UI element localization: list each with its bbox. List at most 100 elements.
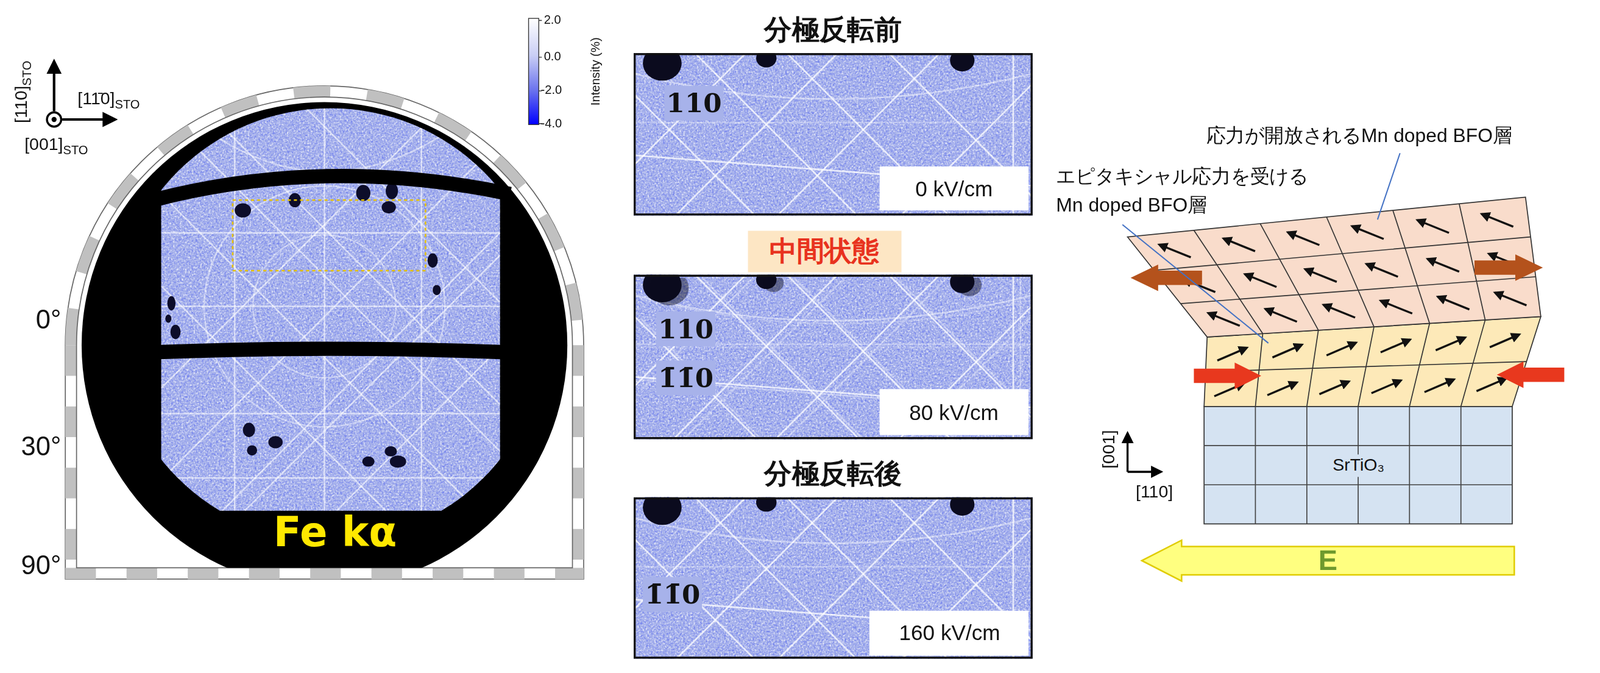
holography-pattern bbox=[152, 102, 510, 573]
figure-use bbox=[1437, 296, 1470, 310]
reflection-index: 1̄1̄0 bbox=[642, 576, 703, 612]
figure-use bbox=[633, 489, 1033, 660]
figure-use bbox=[1352, 226, 1384, 239]
angle-label: 30° bbox=[7, 430, 61, 462]
figure-circle bbox=[204, 185, 445, 427]
angle-label: 0° bbox=[7, 304, 61, 335]
field-value: 0 kV/cm bbox=[915, 175, 993, 203]
figure-path bbox=[178, 108, 480, 172]
figure-circle bbox=[252, 234, 396, 378]
polarization-arrows bbox=[1159, 213, 1527, 397]
figure-rect bbox=[161, 108, 501, 511]
figure-polygon bbox=[1474, 254, 1543, 281]
figure-path bbox=[538, 20, 542, 124]
figure-ellipse bbox=[427, 252, 439, 267]
axis-symbol bbox=[46, 61, 116, 127]
figure-ellipse bbox=[170, 324, 181, 339]
figure-path bbox=[233, 108, 236, 511]
figure-ellipse bbox=[243, 422, 256, 437]
figure-path bbox=[161, 412, 501, 415]
figure-path bbox=[161, 112, 501, 451]
figure-use bbox=[1380, 339, 1411, 353]
axis-label-group: [11̄0]STO bbox=[77, 87, 140, 112]
figure-use bbox=[1366, 263, 1398, 277]
figure-use bbox=[1159, 244, 1192, 258]
pattern-disk bbox=[81, 102, 568, 568]
xrd-panel: 110 1̄1̄0 80 kV/cm bbox=[633, 274, 1033, 440]
layer-callout: エピタキシャル応力を受ける Mn doped BFO層 bbox=[1055, 162, 1324, 220]
figure-ellipse bbox=[362, 456, 375, 467]
figure-ellipse bbox=[234, 202, 252, 217]
figure-use bbox=[1371, 380, 1402, 393]
figure-ellipse bbox=[268, 435, 283, 448]
figure-use bbox=[1417, 219, 1449, 233]
figure-g bbox=[161, 108, 501, 511]
figure-polygon bbox=[1497, 361, 1565, 389]
figure-use bbox=[633, 45, 1033, 216]
field-arrow: E bbox=[1140, 539, 1516, 582]
field-symbol: E bbox=[1318, 544, 1338, 577]
axis-label: [001] bbox=[1097, 429, 1121, 468]
axis-direction: [001] bbox=[24, 134, 63, 155]
panel-images bbox=[633, 45, 1041, 660]
field-box: 160 kV/cm bbox=[869, 610, 1029, 656]
reflection-index: 110 bbox=[656, 311, 716, 347]
figure-use bbox=[1244, 274, 1277, 287]
panel-title: 分極反転前 bbox=[633, 12, 1033, 47]
figure-path bbox=[244, 255, 501, 511]
figure-g bbox=[165, 182, 441, 468]
colorbar-tick: 0.0 bbox=[544, 48, 562, 64]
axis-label: [110] bbox=[1135, 480, 1173, 504]
layer-callout: 応力が開放されるMn doped BFO層 bbox=[1206, 121, 1513, 150]
figure-use bbox=[1288, 232, 1320, 245]
figure-path bbox=[1203, 406, 1513, 524]
figure-path bbox=[323, 108, 326, 511]
figure-use bbox=[1319, 381, 1349, 395]
axis-subscript: STO bbox=[20, 60, 35, 86]
axis-subscript: STO bbox=[63, 143, 89, 158]
reflection-index: 1̄1̄0 bbox=[656, 360, 716, 395]
figure-circle bbox=[81, 102, 568, 568]
figure-use bbox=[1208, 312, 1240, 326]
colorbar-title: Intensity (%) bbox=[587, 37, 604, 106]
figure-polygon bbox=[1130, 264, 1203, 292]
colorbar-tick: 2.0 bbox=[544, 12, 562, 28]
state-badge: 中間状態 bbox=[748, 230, 902, 272]
figure-use bbox=[1494, 292, 1527, 306]
figure-ellipse bbox=[432, 284, 441, 295]
selection-box bbox=[232, 199, 426, 271]
figure-use bbox=[640, 274, 1033, 440]
figure-ellipse bbox=[246, 444, 258, 456]
figure-ellipse bbox=[385, 182, 398, 200]
figure-use bbox=[1380, 300, 1413, 314]
figure-rect bbox=[633, 274, 1033, 440]
axis-direction: [11̄0] bbox=[77, 88, 115, 109]
figure-use bbox=[1427, 258, 1460, 272]
colorbar-tick: -2.0 bbox=[541, 82, 563, 99]
field-box: 80 kV/cm bbox=[879, 388, 1030, 435]
figure-rect bbox=[633, 274, 1033, 440]
element-line-label: Fe kα bbox=[273, 508, 397, 556]
shadow-band bbox=[152, 348, 510, 353]
figure-g bbox=[640, 274, 1033, 440]
figure-path bbox=[161, 285, 386, 511]
figure-use bbox=[1272, 344, 1303, 358]
axis-label-group: [110]STO bbox=[10, 60, 35, 124]
xrd-panel: 分極反転前1100 kV/cm bbox=[633, 53, 1033, 216]
reflection-index: 110 bbox=[664, 85, 724, 121]
substrate-grid bbox=[1203, 406, 1513, 524]
figure-ellipse bbox=[381, 201, 396, 214]
figure-rect bbox=[161, 108, 501, 511]
colorbar bbox=[528, 18, 543, 125]
arrow-outline bbox=[1141, 539, 1515, 581]
figure-line bbox=[1127, 470, 1162, 473]
figure-rect bbox=[1203, 406, 1513, 524]
figure-line bbox=[53, 61, 56, 112]
figure-ellipse bbox=[389, 455, 407, 468]
figure-rect bbox=[633, 497, 1033, 659]
figure-path bbox=[305, 108, 500, 303]
angle-label: 90° bbox=[7, 548, 61, 580]
figure-use bbox=[1481, 213, 1514, 227]
substrate-block: SrTiO₃ bbox=[1203, 406, 1513, 524]
